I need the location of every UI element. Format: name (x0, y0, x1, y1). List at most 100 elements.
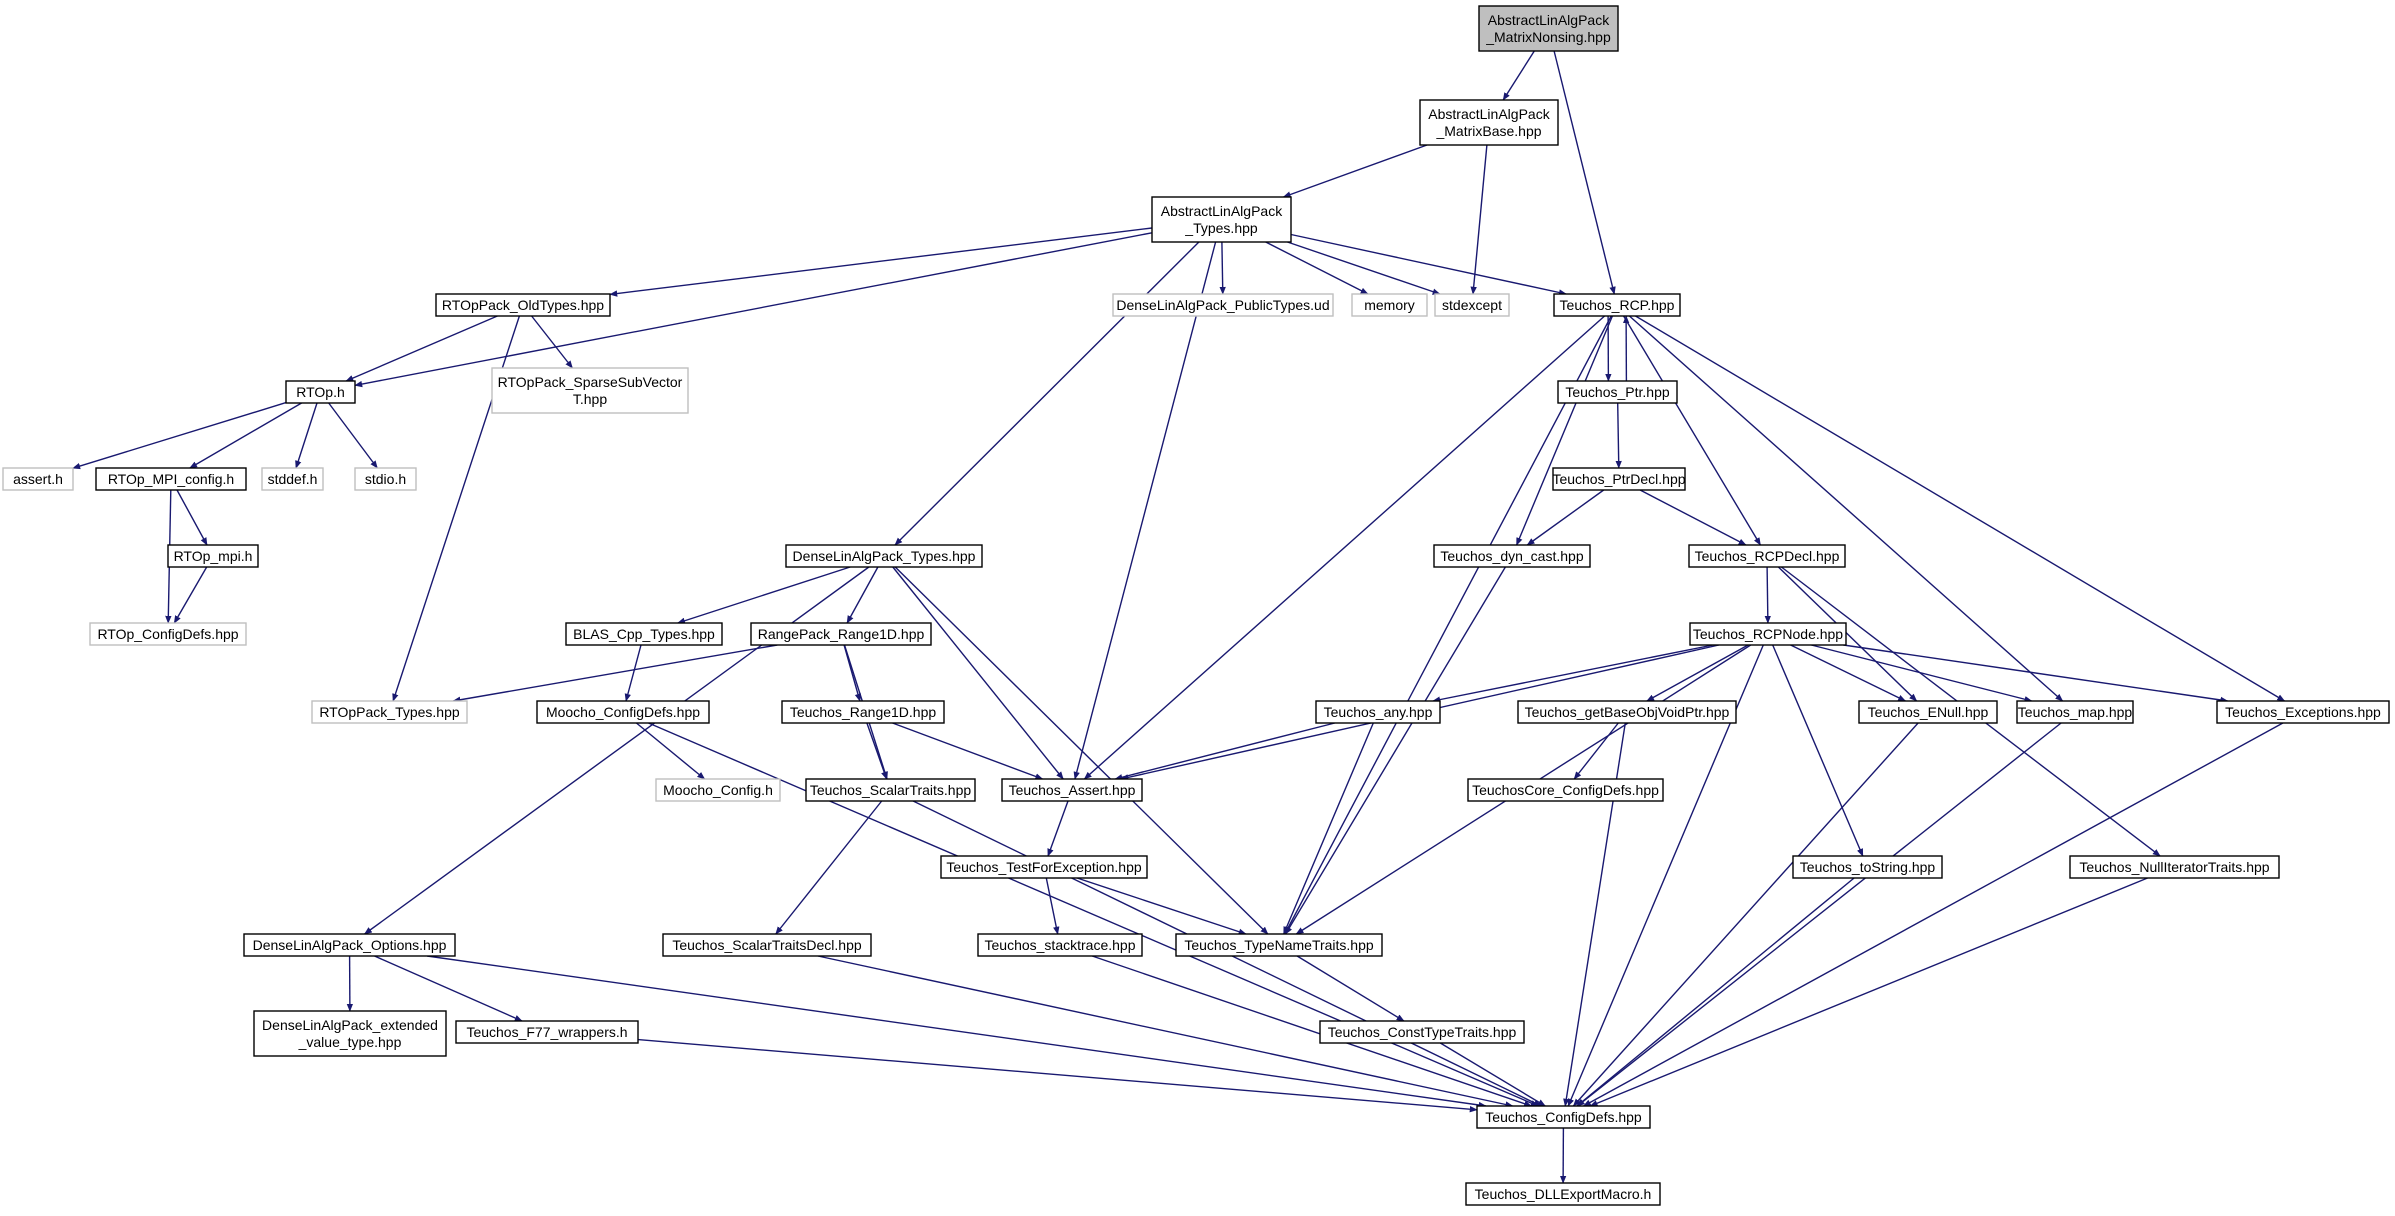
graph-node-n31[interactable]: Teuchos_Exceptions.hpp (2216, 700, 2390, 724)
graph-edge (328, 402, 378, 469)
node-box (662, 933, 872, 957)
graph-node-n19[interactable]: Teuchos_RCPDecl.hpp (1688, 544, 1846, 568)
graph-edge (1287, 241, 1441, 295)
graph-edge (1628, 315, 2064, 702)
graph-node-n47[interactable]: Teuchos_DLLExportMacro.h (1465, 1182, 1661, 1206)
graph-node-n33[interactable]: Teuchos_ScalarTraits.hpp (805, 778, 976, 802)
node-box (940, 855, 1148, 879)
graph-edge (1772, 644, 1864, 857)
graph-edge (1091, 955, 1533, 1107)
graph-edge (295, 402, 318, 469)
node-box (805, 778, 976, 802)
node-label: RTOp_MPI_config.h (108, 471, 234, 487)
node-box (1112, 293, 1334, 317)
graph-node-n15[interactable]: Teuchos_PtrDecl.hpp (1552, 467, 1686, 491)
graph-edge (817, 955, 1514, 1108)
graph-node-n45[interactable]: Teuchos_ConstTypeTraits.hpp (1319, 1020, 1525, 1044)
graph-edge (345, 315, 498, 382)
node-box (95, 467, 247, 491)
graph-node-n12[interactable]: RTOp_MPI_config.h (95, 467, 247, 491)
graph-node-n27[interactable]: Teuchos_any.hpp (1315, 700, 1441, 724)
node-box (1151, 196, 1292, 243)
graph-edge (624, 644, 642, 702)
node-label: _Types.hpp (1184, 220, 1258, 236)
node-label: Teuchos_any.hpp (1324, 704, 1433, 720)
node-label: Moocho_ConfigDefs.hpp (546, 704, 700, 720)
node-box (1434, 293, 1510, 317)
graph-node-n17[interactable]: DenseLinAlgPack_Types.hpp (785, 544, 983, 568)
graph-edge (1073, 241, 1217, 780)
node-box (1476, 1105, 1651, 1129)
graph-edge (72, 401, 287, 470)
graph-node-n23[interactable]: Teuchos_RCPNode.hpp (1689, 622, 1847, 646)
graph-node-n30[interactable]: Teuchos_map.hpp (2016, 700, 2134, 724)
graph-node-n38[interactable]: Teuchos_NullIteratorTraits.hpp (2069, 855, 2280, 879)
graph-node-n36[interactable]: Teuchos_TestForException.hpp (940, 855, 1148, 879)
node-box (1175, 933, 1383, 957)
graph-edge (775, 800, 883, 935)
graph-edge (1076, 877, 1247, 935)
graph-node-n6: stdexcept (1434, 293, 1510, 317)
node-box (1688, 544, 1846, 568)
graph-node-n0[interactable]: AbstractLinAlgPack_MatrixNonsing.hpp (1478, 5, 1619, 52)
graph-edge (374, 955, 523, 1022)
node-label: RTOpPack_SparseSubVector (498, 374, 683, 390)
graph-edge (1576, 877, 1855, 1107)
graph-node-n44[interactable]: Teuchos_F77_wrappers.h (455, 1020, 639, 1044)
graph-node-n43[interactable]: DenseLinAlgPack_extended_value_type.hpp (253, 1010, 447, 1057)
node-box (1419, 99, 1559, 146)
node-label: Teuchos_ENull.hpp (1868, 704, 1989, 720)
graph-node-n35[interactable]: TeuchosCore_ConfigDefs.hpp (1467, 778, 1664, 802)
node-label: RTOp.h (296, 384, 345, 400)
graph-node-n7[interactable]: Teuchos_RCP.hpp (1553, 293, 1681, 317)
graph-node-n10[interactable]: Teuchos_Ptr.hpp (1557, 380, 1678, 404)
graph-node-n21[interactable]: BLAS_Cpp_Types.hpp (565, 622, 723, 646)
graph-node-n14: stdio.h (354, 467, 417, 491)
node-box (1478, 5, 1619, 52)
graph-edge (1576, 722, 2062, 1107)
graph-node-n2[interactable]: AbstractLinAlgPack_Types.hpp (1151, 196, 1292, 243)
graph-edge (1553, 50, 1616, 295)
graph-edge (1639, 489, 1747, 546)
graph-node-n37[interactable]: Teuchos_toString.hpp (1792, 855, 1943, 879)
graph-node-n3[interactable]: RTOpPack_OldTypes.hpp (435, 293, 611, 317)
graph-edge (1777, 566, 1918, 702)
node-box (1792, 855, 1943, 879)
graph-node-n25[interactable]: Moocho_ConfigDefs.hpp (536, 700, 710, 724)
node-label: AbstractLinAlgPack (1488, 12, 1610, 28)
node-box (1552, 467, 1686, 491)
graph-node-n39[interactable]: DenseLinAlgPack_Options.hpp (243, 933, 456, 957)
graph-node-n1[interactable]: AbstractLinAlgPack_MatrixBase.hpp (1419, 99, 1559, 146)
graph-node-n34[interactable]: Teuchos_Assert.hpp (1001, 778, 1143, 802)
node-label: RTOp_mpi.h (174, 548, 253, 564)
graph-node-n41[interactable]: Teuchos_stacktrace.hpp (977, 933, 1143, 957)
graph-edge (894, 241, 1200, 546)
node-label: stddef.h (268, 471, 318, 487)
graph-edge (637, 1038, 1478, 1113)
graph-node-n40[interactable]: Teuchos_ScalarTraitsDecl.hpp (662, 933, 872, 957)
node-label: Teuchos_Ptr.hpp (1565, 384, 1670, 400)
graph-node-n29[interactable]: Teuchos_ENull.hpp (1858, 700, 1998, 724)
node-label: TeuchosCore_ConfigDefs.hpp (1472, 782, 1659, 798)
node-box (785, 544, 983, 568)
graph-edge (677, 566, 851, 624)
graph-node-n26[interactable]: Teuchos_Range1D.hpp (781, 700, 945, 724)
node-label: Teuchos_Assert.hpp (1009, 782, 1136, 798)
graph-node-n22[interactable]: RangePack_Range1D.hpp (750, 622, 932, 646)
graph-node-n42[interactable]: Teuchos_TypeNameTraits.hpp (1175, 933, 1383, 957)
graph-edge (846, 566, 879, 624)
graph-node-n28[interactable]: Teuchos_getBaseObjVoidPtr.hpp (1517, 700, 1737, 724)
graph-node-n46[interactable]: Teuchos_ConfigDefs.hpp (1476, 1105, 1651, 1129)
node-label: Teuchos_dyn_cast.hpp (1440, 548, 1583, 564)
node-label: T.hpp (573, 391, 607, 407)
graph-node-n18[interactable]: Teuchos_dyn_cast.hpp (1433, 544, 1591, 568)
node-box (1467, 778, 1664, 802)
graph-node-n8[interactable]: RTOp.h (285, 380, 356, 404)
node-label: Teuchos_RCPDecl.hpp (1695, 548, 1840, 564)
graph-edge (1047, 800, 1069, 857)
graph-node-n16[interactable]: RTOp_mpi.h (167, 544, 259, 568)
graph-edge (1646, 644, 1749, 702)
node-label: Teuchos_F77_wrappers.h (466, 1024, 627, 1040)
graph-node-n11: assert.h (2, 467, 74, 491)
node-box (1553, 293, 1681, 317)
